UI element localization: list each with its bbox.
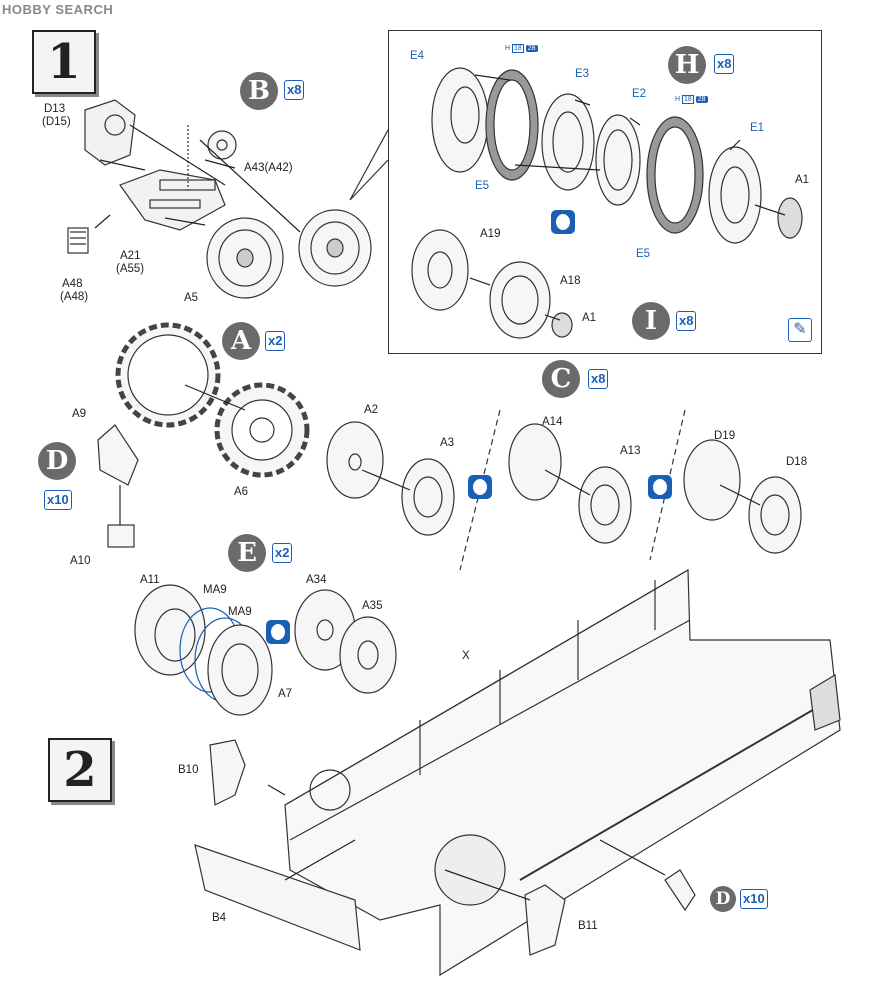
label-b11: B11 bbox=[578, 920, 598, 932]
swap-icon-wheel-e bbox=[266, 620, 290, 644]
swap-icon-idler-2 bbox=[648, 475, 672, 499]
swap-icon-inset bbox=[551, 210, 575, 234]
group-i-badge: I bbox=[632, 302, 670, 340]
label-a34: A34 bbox=[306, 574, 327, 586]
label-a48: A48 bbox=[62, 278, 83, 290]
detail-inset-frame bbox=[388, 30, 822, 354]
group-h-badge: H bbox=[668, 46, 706, 84]
label-a35: A35 bbox=[362, 600, 383, 612]
label-a14: A14 bbox=[542, 416, 563, 428]
group-d2-qty: x10 bbox=[740, 889, 768, 909]
watermark: HOBBY SEARCH bbox=[2, 2, 114, 17]
label-e5-left: E5 bbox=[475, 180, 490, 192]
paint-brush-icon: ✎ bbox=[788, 318, 812, 342]
label-a19: A19 bbox=[480, 228, 501, 240]
label-d19: D19 bbox=[714, 430, 736, 442]
label-a2: A2 bbox=[364, 404, 379, 416]
group-a-badge: A bbox=[222, 322, 260, 360]
label-e4: E4 bbox=[410, 50, 425, 62]
group-c-qty: x8 bbox=[588, 369, 609, 389]
label-a1-top: A1 bbox=[795, 174, 810, 186]
inset-wheel-exploded bbox=[411, 67, 803, 339]
group-h-qty: x8 bbox=[714, 54, 735, 74]
group-b-qty: x8 bbox=[284, 80, 305, 100]
label-a5: A5 bbox=[184, 292, 199, 304]
group-c-badge: C bbox=[542, 360, 580, 398]
label-e3: E3 bbox=[575, 68, 590, 80]
suspension-arm-b bbox=[67, 99, 237, 254]
label-e1: E1 bbox=[750, 122, 765, 134]
label-a9: A9 bbox=[72, 408, 87, 420]
sprocket-wheel bbox=[115, 322, 310, 478]
label-e2: E2 bbox=[632, 88, 647, 100]
label-a6: A6 bbox=[234, 486, 249, 498]
label-d15: (D15) bbox=[42, 116, 71, 128]
group-d2-badge: D bbox=[710, 886, 736, 912]
label-d13: D13 bbox=[44, 103, 66, 115]
swap-icon-idler-1 bbox=[468, 475, 492, 499]
label-a43: A43(A42) bbox=[244, 162, 293, 174]
label-ma9b: MA9 bbox=[228, 606, 252, 618]
group-b-badge: B bbox=[240, 72, 278, 110]
bump-stop-part bbox=[97, 424, 139, 548]
step-number-1: 1 bbox=[32, 30, 96, 94]
paint-code-tire-right: H 18 28 bbox=[675, 95, 708, 104]
label-a10: A10 bbox=[70, 555, 91, 567]
label-b10: B10 bbox=[178, 764, 199, 776]
group-a-qty: x2 bbox=[265, 331, 286, 351]
wheel-e-assembly bbox=[134, 584, 397, 716]
road-wheel-pair-1 bbox=[206, 209, 372, 299]
step-number-2: 2 bbox=[48, 738, 112, 802]
group-d-qty: x10 bbox=[44, 490, 72, 510]
group-d-badge: D bbox=[38, 442, 76, 480]
label-ma9a: MA9 bbox=[203, 584, 227, 596]
label-a3: A3 bbox=[440, 437, 455, 449]
label-a55: (A55) bbox=[116, 263, 145, 275]
group-i-qty: x8 bbox=[676, 311, 697, 331]
label-a21: A21 bbox=[120, 250, 141, 262]
label-a13: A13 bbox=[620, 445, 641, 457]
label-a48b: (A48) bbox=[60, 291, 89, 303]
label-e5-right: E5 bbox=[636, 248, 651, 260]
hull-lower bbox=[194, 568, 841, 977]
label-b4: B4 bbox=[212, 912, 227, 924]
label-a18: A18 bbox=[560, 275, 581, 287]
label-a11: A11 bbox=[140, 574, 160, 586]
group-e-qty: x2 bbox=[272, 543, 293, 563]
paint-code-tire-left: H 18 28 bbox=[505, 44, 538, 53]
label-a7: A7 bbox=[278, 688, 293, 700]
label-d18: D18 bbox=[786, 456, 808, 468]
label-x: X bbox=[462, 650, 470, 662]
label-a1-bottom: A1 bbox=[582, 312, 597, 324]
group-e-badge: E bbox=[228, 534, 266, 572]
